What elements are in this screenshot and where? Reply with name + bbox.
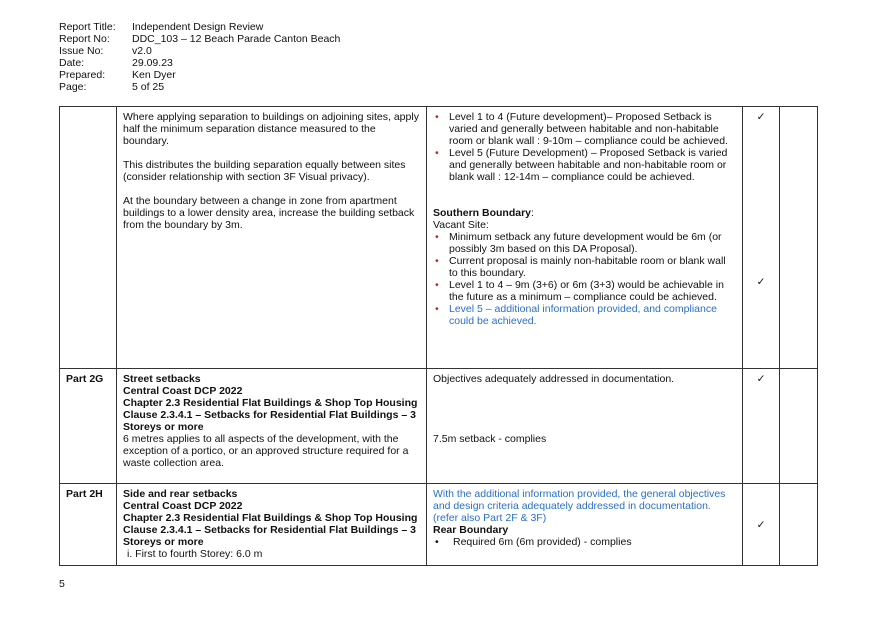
list-item: Current proposal is mainly non-habitable… xyxy=(433,255,736,279)
check-mark: ✓ xyxy=(756,111,766,123)
table-row: Part 2H Side and rear setbacks Central C… xyxy=(59,483,818,566)
check-mark: ✓ xyxy=(756,518,766,531)
requirement-text: 6 metres applies to all aspects of the d… xyxy=(123,433,409,469)
table-row: Where applying separation to buildings o… xyxy=(59,106,818,369)
header-row-prepared: Prepared: Ken Dyer xyxy=(59,69,340,81)
list-item: Minimum setback any future development w… xyxy=(433,231,736,255)
header-value: 5 of 25 xyxy=(132,81,165,93)
header-label: Report No: xyxy=(59,33,110,45)
report-header: Report Title: Independent Design Review … xyxy=(59,21,340,93)
check-cell: ✓ xyxy=(742,483,780,566)
response-list: Minimum setback any future development w… xyxy=(433,231,736,327)
header-row-report-no: Report No: DDC_103 – 12 Beach Parade Can… xyxy=(59,33,340,45)
requirement-heading: Central Coast DCP 2022 xyxy=(123,385,243,397)
requirement-heading: Clause 2.3.4.1 – Setbacks for Residentia… xyxy=(123,409,416,433)
header-row-date: Date: 29.09.23 xyxy=(59,57,340,69)
header-row-page: Page: 5 of 25 xyxy=(59,81,340,93)
header-row-issue: Issue No: v2.0 xyxy=(59,45,340,57)
part-cell: Part 2G xyxy=(59,368,117,484)
page-number: 5 xyxy=(59,578,65,590)
response-cell: Objectives adequately addressed in docum… xyxy=(426,368,743,484)
southern-boundary-heading: Southern Boundary: xyxy=(433,207,736,219)
check-cell: ✓ ✓ xyxy=(742,106,780,369)
southern-heading-text: Southern Boundary xyxy=(433,207,532,219)
part-cell xyxy=(59,106,117,369)
list-item: Level 5 (Future Development) – Proposed … xyxy=(433,147,736,183)
requirement-heading: Clause 2.3.4.1 – Setbacks for Residentia… xyxy=(123,524,416,548)
check-mark: ✓ xyxy=(756,373,766,385)
check-cell: ✓ xyxy=(742,368,780,484)
header-value: DDC_103 – 12 Beach Parade Canton Beach xyxy=(132,33,341,45)
southern-heading-colon: : xyxy=(531,207,534,219)
header-label: Report Title: xyxy=(59,21,116,33)
header-label: Prepared: xyxy=(59,69,106,81)
requirement-cell: Where applying separation to buildings o… xyxy=(116,106,427,369)
list-item: Level 1 to 4 – 9m (3+6) or 6m (3+3) woul… xyxy=(433,279,736,303)
header-row-title: Report Title: Independent Design Review xyxy=(59,21,340,33)
requirement-text: i. First to fourth Storey: 6.0 m xyxy=(127,548,263,560)
list-item: Level 5 – additional information provide… xyxy=(433,303,736,327)
response-cell: With the additional information provided… xyxy=(426,483,743,566)
empty-cell xyxy=(779,368,818,484)
response-text: With the additional information provided… xyxy=(433,488,726,524)
rear-boundary-heading: Rear Boundary xyxy=(433,524,509,536)
requirement-heading: Side and rear setbacks xyxy=(123,488,238,500)
requirement-text: At the boundary between a change in zone… xyxy=(123,195,415,231)
table-row: Part 2G Street setbacks Central Coast DC… xyxy=(59,368,818,484)
southern-sub: Vacant Site: xyxy=(433,219,489,231)
check-mark: ✓ xyxy=(756,276,766,288)
header-label: Date: xyxy=(59,57,85,69)
header-value: v2.0 xyxy=(132,45,152,57)
review-table: Where applying separation to buildings o… xyxy=(59,106,818,566)
response-text: Objectives adequately addressed in docum… xyxy=(433,373,675,385)
list-item: Level 1 to 4 (Future development)– Propo… xyxy=(433,111,736,147)
requirement-text: This distributes the building separation… xyxy=(123,159,406,183)
requirement-cell: Street setbacks Central Coast DCP 2022 C… xyxy=(116,368,427,484)
header-value: 29.09.23 xyxy=(132,57,173,69)
header-value: Independent Design Review xyxy=(132,21,264,33)
requirement-heading: Chapter 2.3 Residential Flat Buildings &… xyxy=(123,512,418,524)
response-cell: Level 1 to 4 (Future development)– Propo… xyxy=(426,106,743,369)
requirement-heading: Chapter 2.3 Residential Flat Buildings &… xyxy=(123,397,418,409)
requirement-heading: Central Coast DCP 2022 xyxy=(123,500,243,512)
header-label: Page: xyxy=(59,81,87,93)
empty-cell xyxy=(779,483,818,566)
part-cell: Part 2H xyxy=(59,483,117,566)
response-list: Level 1 to 4 (Future development)– Propo… xyxy=(433,111,736,183)
empty-cell xyxy=(779,106,818,369)
header-value: Ken Dyer xyxy=(132,69,176,81)
requirement-text: Where applying separation to buildings o… xyxy=(123,111,419,147)
requirement-heading: Street setbacks xyxy=(123,373,201,385)
response-text: 7.5m setback - complies xyxy=(433,433,547,445)
requirement-cell: Side and rear setbacks Central Coast DCP… xyxy=(116,483,427,566)
response-list: Required 6m (6m provided) - complies xyxy=(433,536,736,548)
list-item: Required 6m (6m provided) - complies xyxy=(433,536,736,548)
header-label: Issue No: xyxy=(59,45,104,57)
